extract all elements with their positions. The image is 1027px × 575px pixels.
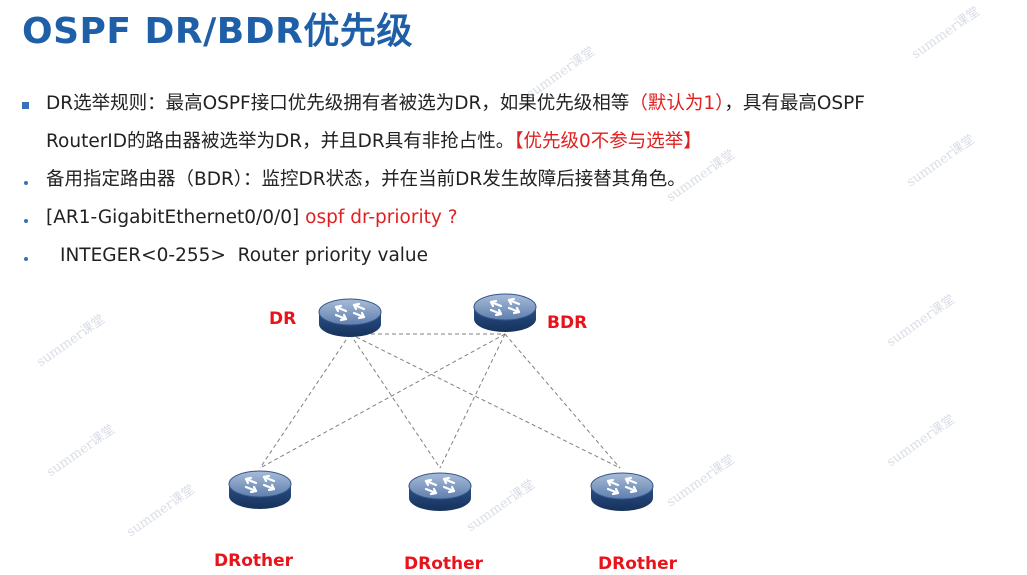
link-lines [259, 333, 621, 469]
link-bdr-drother2 [439, 333, 506, 469]
link-dr-drother2 [349, 333, 441, 469]
label-dr: DR [269, 309, 296, 329]
router-icon [472, 292, 538, 334]
router-icon [407, 471, 473, 513]
bdr-text: 备用指定路由器（BDR）：监控DR状态，并在当前DR发生故障后接替其角色。 [46, 169, 686, 190]
link-dr-drother3 [349, 333, 621, 469]
priority-zero-note: 【优先级0不参与选举】 [514, 131, 702, 152]
label-drother-1: DRother [214, 551, 294, 571]
page-title: OSPF DR/BDR优先级 [22, 11, 413, 52]
command-text: ospf dr-priority ? [305, 207, 458, 228]
integer-help-text: INTEGER<0-255> Router priority value [60, 245, 429, 266]
square-bullet-icon [22, 94, 29, 114]
label-drother-3: DRother [598, 554, 678, 574]
router-icon [589, 471, 655, 513]
dr-rule-text-b: ，具有最高OSPF [724, 93, 865, 114]
label-bdr: BDR [547, 313, 587, 333]
router-icon [317, 297, 383, 339]
label-drother-2: DRother [404, 554, 484, 574]
router-drother-1 [227, 469, 293, 511]
link-dr-drother1 [259, 333, 351, 469]
link-bdr-drother1 [259, 333, 506, 469]
dot-bullet-icon [22, 208, 28, 228]
default-priority-note: （默认为1） [629, 93, 725, 114]
dot-bullet-icon [22, 246, 28, 266]
router-icon [227, 469, 293, 511]
dr-rule-text-a: DR选举规则：最高OSPF接口优先级拥有者被选为DR，如果优先级相等 [46, 93, 630, 114]
dr-rule-text-c: RouterID的路由器被选举为DR，并且DR具有非抢占性。 [46, 131, 515, 152]
dot-bullet-icon [22, 170, 28, 190]
command-prompt: [AR1-GigabitEthernet0/0/0] [46, 207, 300, 228]
link-bdr-drother3 [504, 333, 621, 469]
router-bdr [472, 292, 538, 334]
router-dr [317, 297, 383, 339]
router-drother-2 [407, 471, 473, 513]
router-drother-3 [589, 471, 655, 513]
